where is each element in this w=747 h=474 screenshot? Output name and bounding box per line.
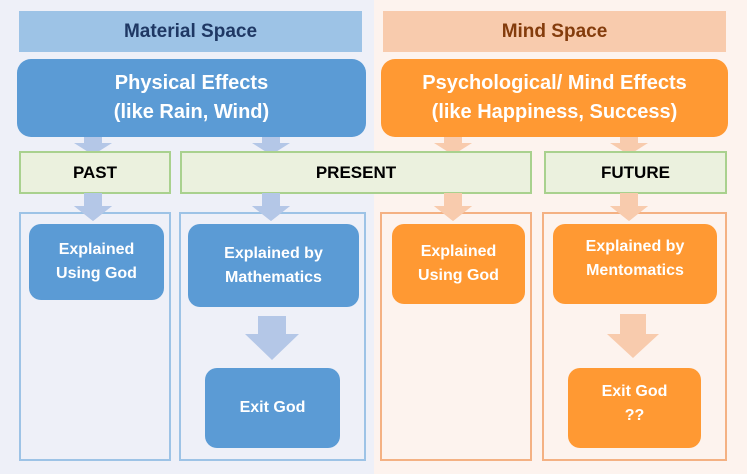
timeline-future-label: FUTURE [601, 162, 670, 182]
timeline-future: FUTURE [544, 151, 727, 194]
timeline-present: PRESENT [180, 151, 532, 194]
timeline-present-label: PRESENT [315, 162, 397, 182]
node-exit-god-mind: Exit God ?? [568, 368, 701, 448]
node-line: Exit God [239, 399, 306, 416]
material-space-header: Material Space [19, 11, 362, 52]
mind-space-header: Mind Space [383, 11, 726, 52]
material-space-label: Material Space [123, 20, 258, 42]
physical-effects-box: Physical Effects (like Rain, Wind) [17, 59, 366, 137]
node-line: Explained by [224, 244, 323, 262]
node-past-explained-using-god: Explained Using God [29, 224, 164, 300]
mind-effects-box: Psychological/ Mind Effects (like Happin… [381, 59, 728, 137]
physical-effects-example: (like Rain, Wind) [113, 101, 270, 123]
node-exit-god-material: Exit God [205, 368, 340, 448]
mind-effects-title: Psychological/ Mind Effects [422, 72, 687, 94]
node-line: Using God [418, 267, 499, 284]
node-line: Using God [56, 265, 137, 282]
node-present-mind-explained-using-god: Explained Using God [392, 224, 525, 304]
node-explained-by-mathematics: Explained by Mathematics [188, 224, 359, 307]
physical-effects-title: Physical Effects [114, 72, 269, 94]
node-line: Explained by [585, 238, 685, 255]
node-line: Explained [58, 241, 135, 258]
node-line: Mathematics [225, 268, 322, 286]
node-line: Explained [420, 243, 497, 260]
timeline-past-label: PAST [72, 162, 118, 182]
node-line: Exit God [601, 383, 668, 400]
mind-effects-example: (like Happiness, Success) [431, 101, 678, 123]
node-line: ?? [624, 407, 645, 424]
mind-space-label: Mind Space [501, 20, 608, 42]
node-explained-by-mentomatics: Explained by Mentomatics [553, 224, 717, 304]
node-line: Mentomatics [586, 262, 684, 279]
timeline-past: PAST [19, 151, 171, 194]
